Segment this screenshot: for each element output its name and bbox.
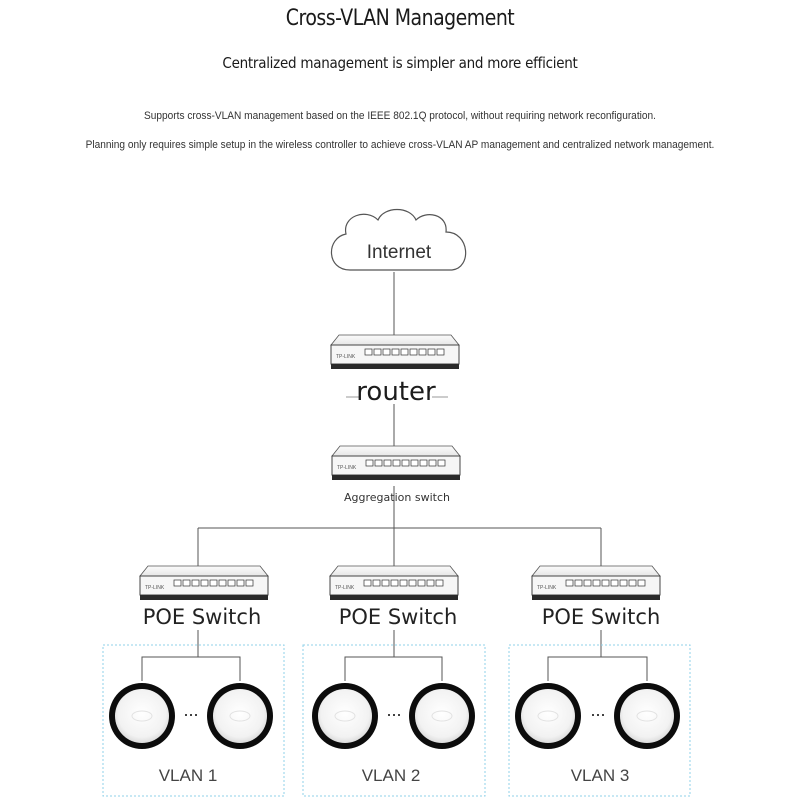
vlan-label-3: VLAN 3	[571, 766, 630, 785]
vlan-group-2: ... VLAN 2	[302, 644, 486, 797]
aggregation-brand: TP-LINK	[337, 465, 357, 471]
vlan-group-1: ... VLAN 1	[102, 644, 285, 797]
access-point-icon	[108, 682, 176, 750]
router-device: TP-LINK	[330, 334, 460, 370]
aggregation-switch: TP-LINK	[331, 445, 461, 481]
vlan-label-2: VLAN 2	[362, 766, 421, 785]
page-title: Cross-VLAN Management	[285, 6, 515, 31]
ap-separator: ...	[590, 700, 605, 720]
connection-lines	[141, 272, 648, 681]
aggregation-label: Aggregation switch	[344, 491, 450, 504]
poe-switch-brand: TP-LINK	[335, 585, 355, 591]
description-line-1: Supports cross-VLAN management based on …	[144, 110, 656, 122]
internet-label: Internet	[367, 242, 432, 263]
router-brand: TP-LINK	[336, 354, 356, 360]
poe-switch-3: TP-LINK	[531, 565, 661, 601]
access-point-icon	[206, 682, 274, 750]
page-subtitle: Centralized management is simpler and mo…	[222, 54, 578, 72]
vlan-group-3: ... VLAN 3	[508, 644, 691, 797]
poe-switch-label-2: POE Switch	[339, 605, 458, 629]
ap-separator: ...	[183, 700, 198, 720]
vlan-label-1: VLAN 1	[159, 766, 218, 785]
poe-switch-label-3: POE Switch	[542, 605, 661, 629]
poe-switch-1: TP-LINK	[139, 565, 269, 601]
access-point-icon	[613, 682, 681, 750]
ap-separator: ...	[386, 700, 401, 720]
description-line-2: Planning only requires simple setup in t…	[85, 139, 715, 151]
internet-cloud: Internet	[330, 208, 467, 271]
poe-switch-brand: TP-LINK	[145, 585, 165, 591]
access-point-icon	[408, 682, 476, 750]
router-label: router	[356, 377, 436, 407]
access-point-icon	[311, 682, 379, 750]
poe-switch-2: TP-LINK	[329, 565, 459, 601]
poe-switch-brand: TP-LINK	[537, 585, 557, 591]
poe-switch-label-1: POE Switch	[143, 605, 262, 629]
access-point-icon	[514, 682, 582, 750]
